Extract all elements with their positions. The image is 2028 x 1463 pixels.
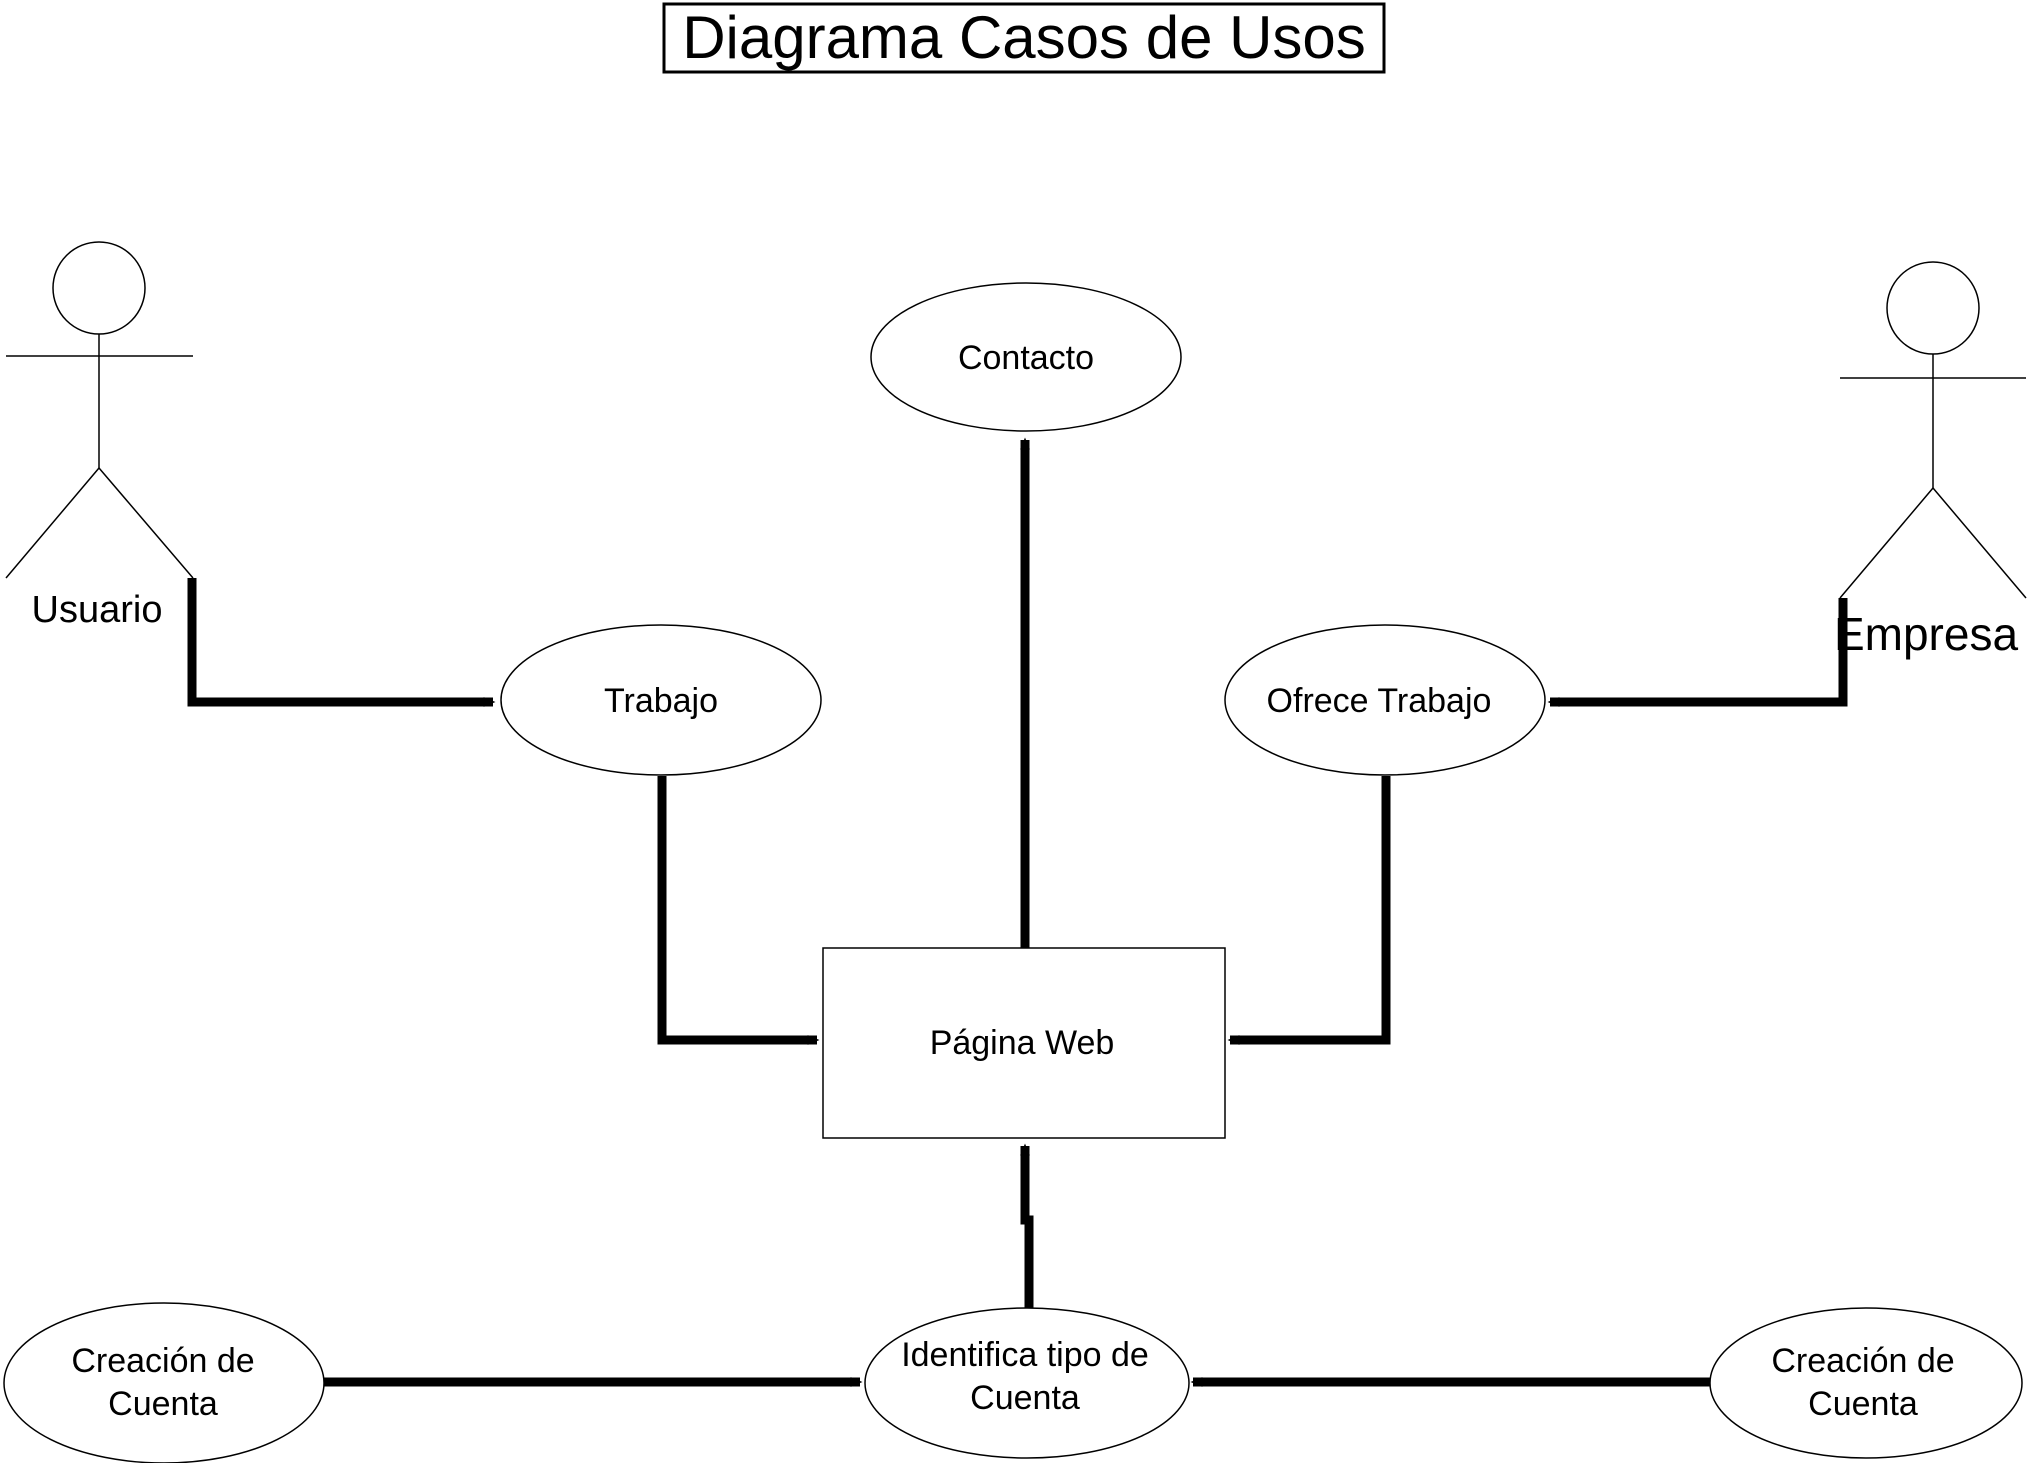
use-case-identifica-tipo-cuenta: Identifica tipo de Cuenta	[864, 1307, 1190, 1459]
connectors	[187, 437, 1848, 1387]
actor-usuario: Usuario	[5, 241, 194, 631]
system-pagina-web-label: Página Web	[930, 1024, 1115, 1062]
system-pagina-web: Página Web	[822, 947, 1226, 1139]
use-case-trabajo-label: Trabajo	[604, 682, 718, 720]
use-case-creacion-right-line-2: Cuenta	[1808, 1385, 1918, 1423]
connector-identifica-pagina-web	[1020, 1143, 1034, 1308]
use-case-creacion-cuenta-left: Creación de Cuenta	[3, 1302, 325, 1463]
actor-empresa-right-leg	[1932, 487, 2027, 599]
use-case-creacion-left-line-2: Cuenta	[108, 1385, 218, 1423]
diagram-title-text: Diagrama Casos de Usos	[682, 4, 1366, 71]
use-case-identifica-line-1: Identifica tipo de	[901, 1336, 1149, 1374]
use-case-trabajo: Trabajo	[500, 624, 822, 776]
connector-ofrece-trabajo-pagina-web	[1227, 776, 1391, 1045]
use-case-creacion-right-line-1: Creación de	[1771, 1342, 1954, 1380]
use-case-ofrece-trabajo: Ofrece Trabajo	[1224, 624, 1546, 776]
actor-empresa-head	[1886, 261, 1980, 355]
use-case-creacion-cuenta-right: Creación de Cuenta	[1709, 1307, 2023, 1459]
use-case-contacto: Contacto	[870, 282, 1182, 432]
actor-empresa-left-leg	[1839, 487, 1934, 599]
diagram-title: Diagrama Casos de Usos	[662, 2, 1386, 74]
use-case-contacto-label: Contacto	[958, 339, 1094, 377]
connector-usuario-trabajo	[187, 578, 496, 707]
connector-empresa-ofrece-trabajo	[1547, 598, 1848, 707]
actor-empresa-label: Empresa	[1834, 608, 2018, 660]
use-case-ofrece-trabajo-label: Ofrece Trabajo	[1267, 682, 1492, 720]
actor-usuario-head	[52, 241, 146, 335]
connector-trabajo-pagina-web	[657, 776, 820, 1045]
actor-usuario-label: Usuario	[32, 589, 163, 631]
actor-usuario-left-leg	[5, 467, 100, 579]
actor-usuario-right-leg	[98, 467, 194, 579]
actor-empresa: Empresa	[1834, 261, 2027, 660]
use-case-identifica-line-2: Cuenta	[970, 1379, 1080, 1417]
use-case-creacion-left-line-1: Creación de	[71, 1342, 254, 1380]
